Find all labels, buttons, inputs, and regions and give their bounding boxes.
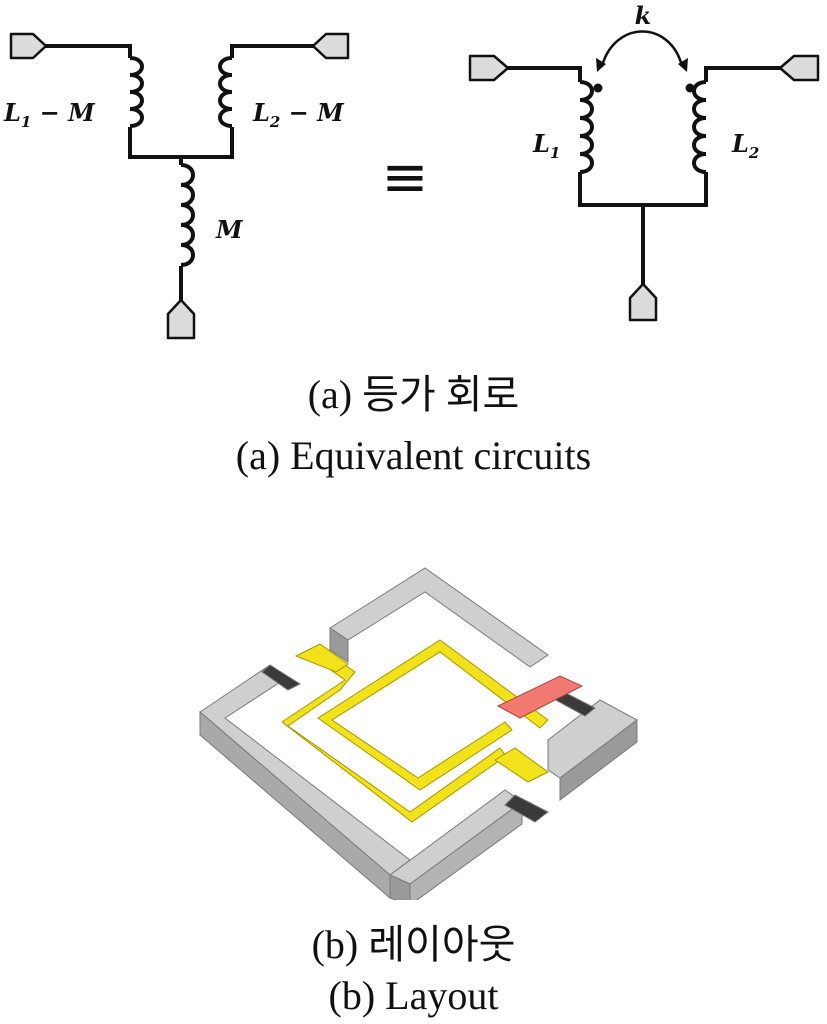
port-terminal-c-left bbox=[468, 54, 510, 82]
label-l1-minus-m: L1 − M bbox=[3, 98, 96, 131]
frame-gap-dark bbox=[261, 664, 302, 691]
label-l2-minus-m: L2 − M bbox=[252, 98, 345, 131]
polarity-dot-l1 bbox=[593, 83, 603, 93]
caption-a-english: (a) Equivalent circuits bbox=[235, 433, 592, 478]
coupling-arrow bbox=[600, 30, 684, 67]
polarity-dot-l2 bbox=[685, 83, 695, 93]
coupling-arrowhead-right bbox=[678, 58, 688, 72]
frame-top-side bbox=[329, 627, 349, 663]
caption-b-korean: (b) 레이아웃 bbox=[311, 922, 516, 967]
coil-lead-bottom bbox=[494, 747, 549, 783]
crossover-bridge bbox=[496, 675, 584, 719]
t-right-wire bbox=[230, 44, 314, 58]
t-inductor-l1 bbox=[129, 56, 144, 128]
t-inductor-m bbox=[180, 163, 195, 267]
label-m: M bbox=[215, 215, 244, 244]
caption-a-korean: (a) 등가 회로 bbox=[307, 372, 520, 417]
coupling-arrowhead-left bbox=[596, 58, 606, 72]
c-left-wire bbox=[508, 66, 582, 82]
frame-right-side bbox=[559, 718, 638, 802]
ground-frame bbox=[199, 567, 638, 900]
frame-front-side bbox=[389, 874, 411, 900]
frame-front-right-side bbox=[409, 801, 523, 900]
t-left-wire bbox=[45, 44, 132, 58]
port-terminal-c-right bbox=[778, 54, 820, 82]
port-terminal-c-bottom bbox=[628, 282, 658, 322]
frame-gap-dark-2 bbox=[504, 794, 549, 823]
c-right-wire bbox=[704, 66, 780, 82]
t-inductor-l2 bbox=[218, 56, 233, 128]
c-inductor-l2 bbox=[692, 80, 707, 174]
caption-b-english: (b) Layout bbox=[328, 973, 499, 1018]
port-terminal-t-bottom bbox=[166, 298, 196, 340]
equivalence-symbol: ≡ bbox=[382, 145, 429, 210]
label-l2: L2 bbox=[731, 129, 759, 162]
port-terminal-t-left bbox=[9, 32, 48, 60]
inductor-coil bbox=[281, 639, 549, 823]
coil-inner-turn bbox=[317, 639, 549, 791]
frame-left-face bbox=[199, 664, 411, 876]
c-inductor-l1 bbox=[579, 80, 594, 174]
coil-lead-top bbox=[294, 643, 349, 673]
label-coupling-k: k bbox=[635, 1, 652, 30]
port-terminal-t-right bbox=[311, 32, 350, 60]
label-l1: L1 bbox=[532, 129, 560, 162]
layout-3d-illustration bbox=[199, 567, 638, 900]
equivalent-circuits-diagram: ≡ L1 − M L2 − M M k L1 L2 bbox=[3, 1, 820, 340]
